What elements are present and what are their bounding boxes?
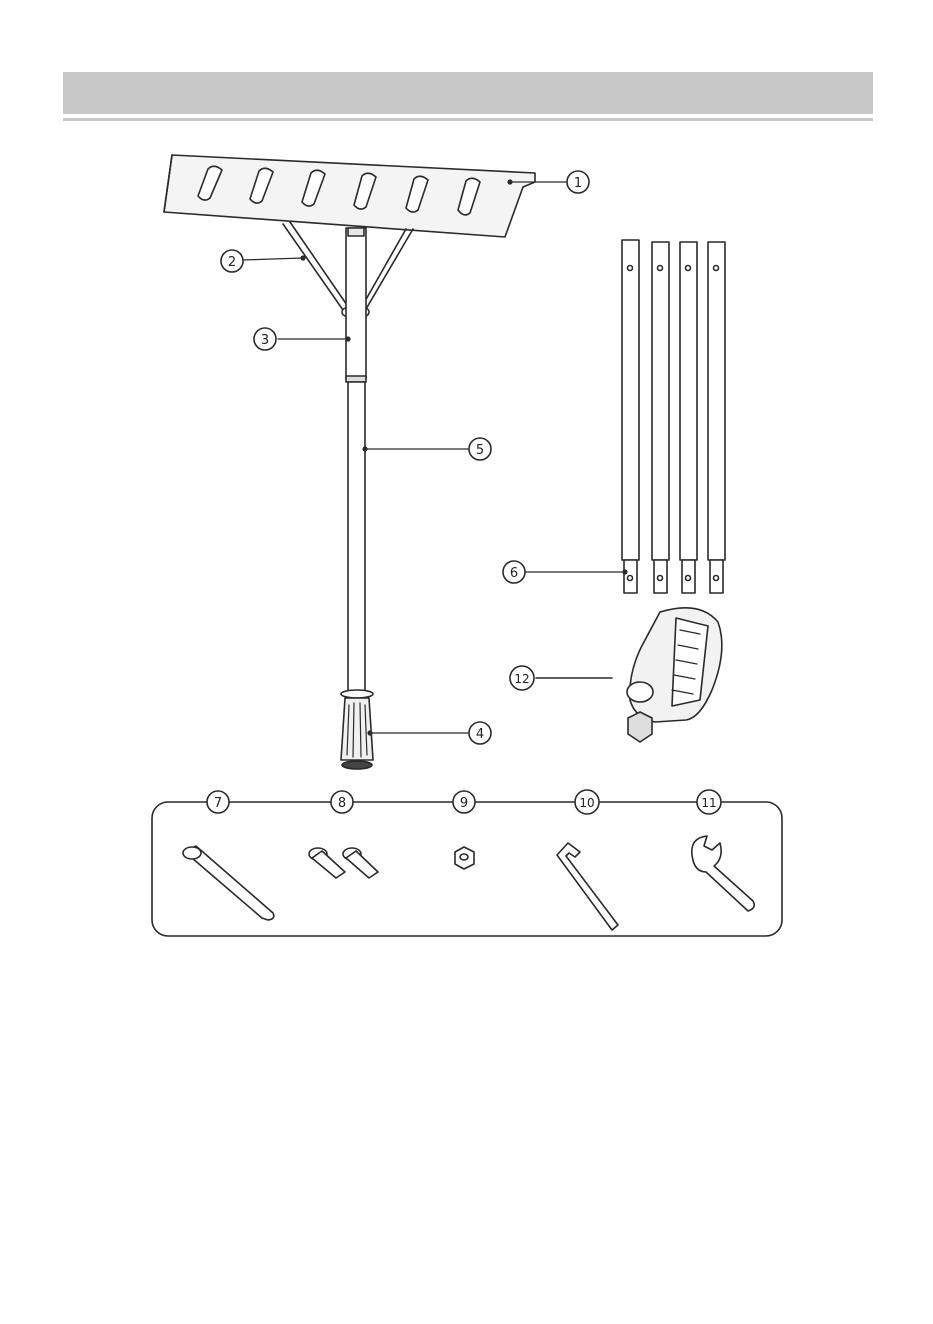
long-bolt [183, 846, 274, 920]
roof-rake-head [164, 155, 535, 237]
callout-label-2: 2 [228, 255, 236, 270]
callout-label-9: 9 [460, 796, 468, 811]
extension-poles [622, 240, 725, 593]
hardware-box [152, 802, 782, 936]
upper-pole [346, 228, 366, 382]
nut [455, 847, 474, 869]
callout-label-5: 5 [476, 443, 484, 458]
callout-label-6: 6 [510, 566, 518, 581]
short-bolts [309, 848, 378, 878]
callout-label-1: 1 [574, 176, 582, 191]
grip-handle [341, 690, 373, 769]
callout-label-4: 4 [476, 727, 484, 742]
callout-label-10: 10 [579, 796, 594, 810]
callout-label-8: 8 [338, 796, 346, 811]
callout-label-7: 7 [214, 796, 222, 811]
callout-label-3: 3 [261, 333, 269, 348]
callout-label-11: 11 [701, 796, 716, 810]
hex-key [557, 843, 618, 930]
wrench [692, 836, 754, 911]
leader-lines [243, 180, 627, 735]
handle-clamp [627, 608, 722, 742]
lower-pole [348, 382, 365, 692]
callout-label-12: 12 [514, 672, 529, 686]
